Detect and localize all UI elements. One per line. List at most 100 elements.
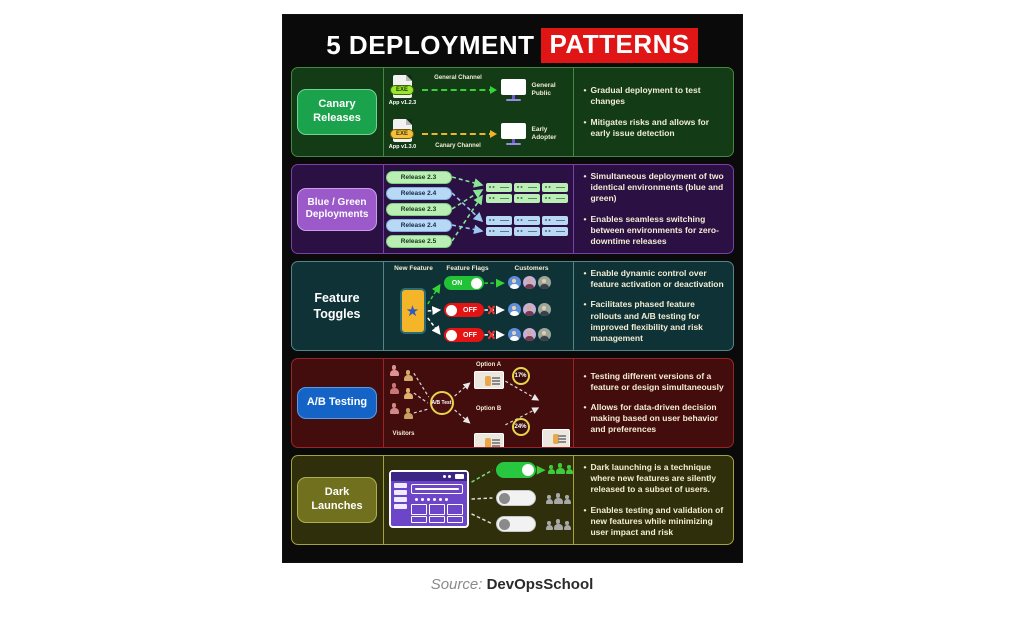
infographic-poster: 5 DEPLOYMENT PATTERNS Canary Releases EX…	[282, 15, 742, 562]
column-header-feature-flags: Feature Flags	[446, 265, 489, 272]
general-channel-row: EXE App v1.2.3 General Channel General P…	[384, 68, 573, 112]
canary-label-column: Canary Releases	[292, 68, 384, 156]
x-mark-icon	[487, 305, 495, 315]
feature-toggles-label-column: Feature Toggles	[292, 262, 384, 350]
browser-footer-boxes	[410, 516, 463, 523]
canary-bullets: Gradual deployment to test changes Mitig…	[574, 68, 733, 156]
browser-content-boxes	[410, 504, 463, 515]
deployment-routing-arrows	[451, 176, 484, 242]
dark-launch-off-toggle	[495, 516, 536, 532]
inactive-users-group-icon	[546, 493, 571, 504]
feature-toggles-label: Feature Toggles	[313, 290, 361, 321]
blue-environment-servers	[485, 215, 568, 236]
server-icon	[513, 215, 540, 225]
visitor-person-icon	[390, 383, 399, 394]
customer-avatar	[537, 328, 551, 341]
toggle-knob	[445, 304, 457, 316]
customer-avatar	[522, 303, 536, 316]
source-name: DevOpsSchool	[486, 576, 594, 593]
browser-sidebar	[391, 483, 467, 509]
server-icon	[485, 226, 512, 236]
option-a-screen-icon	[473, 371, 504, 389]
bullet-item: Mitigates risks and allows for early iss…	[584, 117, 725, 139]
customers-row	[507, 276, 551, 289]
dashed-arrow-icon	[421, 86, 497, 94]
visitor-person-icon	[404, 388, 413, 399]
x-mark-icon	[487, 330, 495, 340]
customer-avatar	[507, 303, 521, 316]
source-attribution: Source: DevOpsSchool	[0, 576, 1024, 593]
ab-test-hub: A/B Test	[429, 391, 454, 415]
browser-dots	[414, 498, 418, 501]
general-exe-file: EXE App v1.2.3	[388, 74, 418, 106]
environment-clusters	[485, 182, 568, 236]
bullet-item: Allows for data-driven decision making b…	[584, 402, 725, 435]
active-users-group-icon	[548, 463, 573, 474]
server-icon	[485, 215, 512, 225]
feature-toggles-bullets: Enable dynamic control over feature acti…	[574, 262, 733, 350]
visitor-person-icon	[390, 365, 399, 376]
option-a-percent: 17%	[511, 367, 530, 385]
app-version-label: App v1.3.0	[388, 143, 417, 150]
column-header-customers: Customers	[514, 265, 549, 272]
bullet-item: Enables seamless switching between envir…	[584, 214, 725, 247]
canary-releases-label: Canary Releases	[297, 89, 377, 135]
bullet-item: Testing different versions of a feature …	[584, 371, 725, 393]
ab-testing-diagram: Visitors A/B Test Option A 17% Option B …	[384, 359, 574, 447]
option-b-screen-icon	[473, 433, 504, 447]
exe-badge: EXE	[390, 128, 414, 139]
winning-version-screen-icon	[541, 429, 570, 447]
customer-avatar	[537, 303, 551, 316]
dark-launches-label: Dark Launches	[297, 477, 377, 523]
title-text: 5 DEPLOYMENT	[326, 29, 535, 60]
bullet-item: Enables testing and validation of new fe…	[584, 505, 725, 538]
customer-avatar	[537, 276, 551, 289]
section-blue-green-deployments: Blue / Green Deployments Release 2.3 Rel…	[290, 164, 734, 254]
ab-testing-label-column: A/B Testing	[292, 359, 384, 447]
server-icon	[485, 193, 512, 203]
inactive-users-group-icon	[546, 519, 571, 530]
ab-testing-label: A/B Testing	[297, 387, 377, 419]
bullet-item: Gradual deployment to test changes	[584, 85, 725, 107]
server-icon	[541, 193, 568, 203]
dark-launches-bullets: Dark launching is a technique where new …	[574, 456, 733, 544]
visitor-person-icon	[404, 370, 413, 381]
dark-launch-off-toggle	[495, 490, 536, 506]
toggle-knob	[445, 329, 457, 341]
bullet-item: Dark launching is a technique where new …	[584, 462, 725, 495]
server-icon	[541, 226, 568, 236]
toggle-knob	[470, 277, 482, 289]
column-header-new-feature: New Feature	[394, 265, 433, 272]
visitor-person-icon	[390, 403, 399, 414]
poster-title: 5 DEPLOYMENT PATTERNS	[291, 23, 734, 67]
customer-avatar	[522, 276, 536, 289]
source-label: Source:	[430, 576, 483, 593]
app-version-label: App v1.2.3	[388, 99, 417, 106]
toggle-flow-arrows	[426, 278, 505, 340]
feature-flag-on-toggle: ON	[443, 276, 484, 290]
server-icon	[541, 215, 568, 225]
section-dark-launches: Dark Launches	[290, 455, 734, 545]
audience-label: Early Adopter	[531, 125, 557, 141]
star-icon: ★	[405, 302, 420, 320]
canary-exe-file: EXE App v1.3.0	[388, 118, 418, 150]
customers-row	[507, 328, 551, 341]
canary-diagram: EXE App v1.2.3 General Channel General P…	[384, 68, 574, 156]
option-b-label: Option B	[475, 406, 502, 412]
browser-header	[390, 472, 467, 481]
title-highlight: PATTERNS	[541, 27, 698, 63]
release-pill: Release 2.4	[385, 218, 452, 232]
feature-toggles-diagram: New Feature Feature Flags Customers ★ ON	[384, 262, 574, 350]
monitor-icon	[499, 79, 529, 101]
channel-label: Canary Channel	[435, 143, 481, 149]
server-icon	[513, 182, 540, 192]
audience-label: General Public	[531, 81, 556, 97]
green-environment-servers	[485, 182, 568, 203]
section-feature-toggles: Feature Toggles New Feature Feature Flag…	[290, 261, 734, 351]
visitors-label: Visitors	[392, 431, 415, 437]
server-icon	[513, 193, 540, 203]
exe-file-icon: EXE	[390, 74, 414, 98]
release-pill: Release 2.3	[385, 202, 452, 216]
server-icon	[485, 182, 512, 192]
feature-flag-off-toggle: OFF	[443, 303, 484, 317]
